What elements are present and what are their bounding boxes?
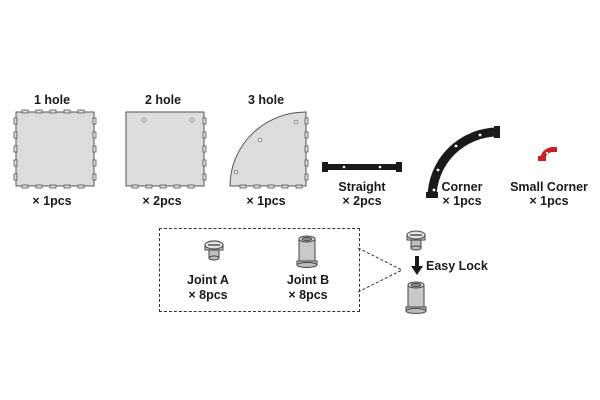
- piece-3hole-qty: × 1pcs: [246, 194, 286, 208]
- piece-1hole-title: 1 hole: [33, 93, 71, 107]
- piece-1hole-qty: × 1pcs: [32, 194, 72, 208]
- square-tile-2hole-icon: [125, 111, 207, 189]
- piece-2hole-title: 2 hole: [144, 93, 182, 107]
- joint-a-title: Joint A: [187, 273, 229, 287]
- piece-3hole-title: 3 hole: [247, 93, 285, 107]
- piece-corner-title: Corner: [441, 180, 483, 194]
- easy-lock-label: Easy Lock: [426, 259, 488, 273]
- piece-straight-title: Straight: [338, 180, 386, 194]
- callout-dashed-lines: [357, 247, 403, 293]
- piece-2hole-qty: × 2pcs: [142, 194, 182, 208]
- joint-b-qty: × 8pcs: [288, 288, 328, 302]
- joint-a-icon: [204, 240, 224, 261]
- joints-dashed-box: [159, 228, 360, 312]
- piece-small-corner-qty: × 1pcs: [529, 194, 569, 208]
- easy-lock-joint-b-icon: [405, 281, 427, 314]
- arrow-down-icon: [411, 256, 423, 275]
- piece-small-corner-title: Small Corner: [510, 180, 588, 194]
- straight-rail-icon: [322, 162, 402, 172]
- joint-a-qty: × 8pcs: [188, 288, 228, 302]
- quarter-tile-3hole-icon: [229, 111, 309, 189]
- piece-corner-qty: × 1pcs: [442, 194, 482, 208]
- square-tile-1hole-icon: [13, 109, 97, 189]
- joint-b-title: Joint B: [286, 273, 330, 287]
- piece-straight-qty: × 2pcs: [342, 194, 382, 208]
- joint-b-icon: [296, 235, 318, 268]
- easy-lock-joint-a-icon: [406, 230, 426, 251]
- corner-rail-icon: [426, 126, 500, 199]
- small-corner-rail-icon: [538, 147, 557, 161]
